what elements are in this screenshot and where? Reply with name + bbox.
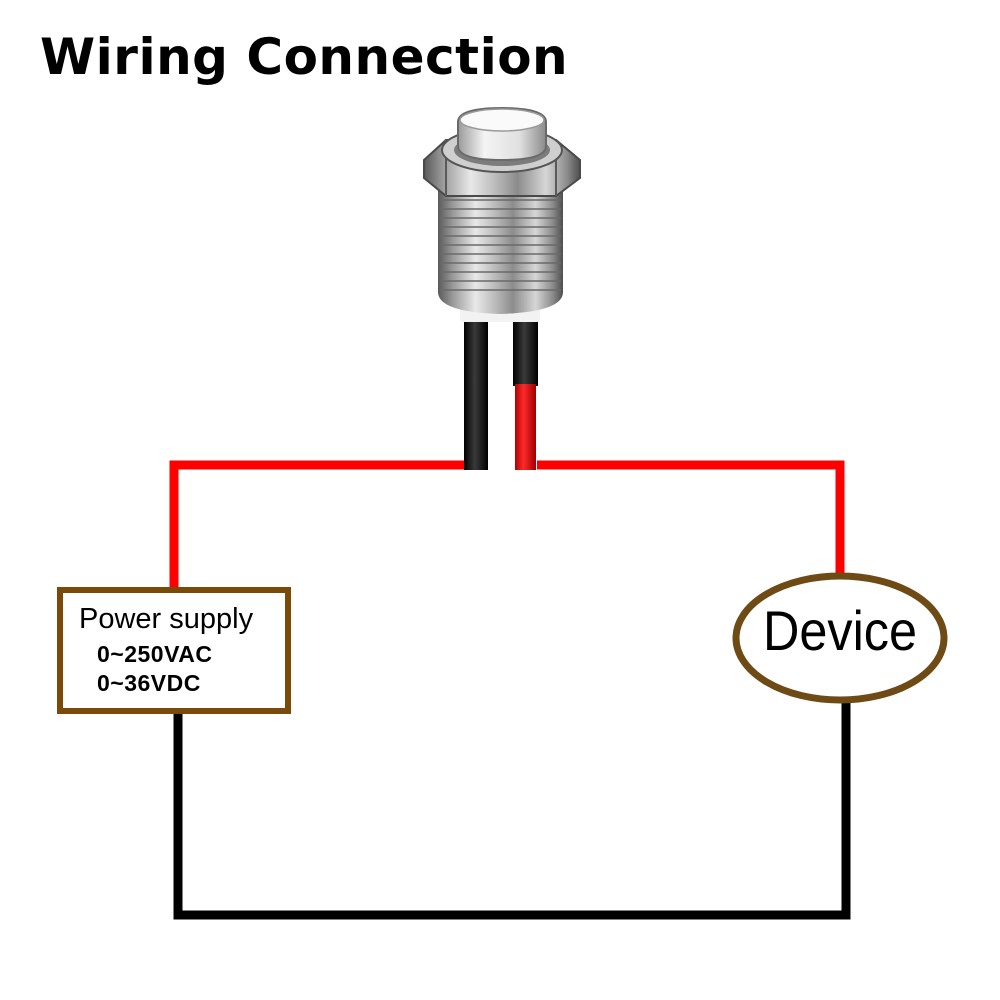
power-supply-box: Power supply 0~250VAC 0~36VDC [57, 587, 291, 714]
metal-pushbutton-switch-icon [423, 106, 581, 314]
dc-rating-label: 0~36VDC [97, 670, 201, 696]
ac-rating-label: 0~250VAC [97, 641, 213, 667]
positive-wire-right [537, 460, 845, 578]
page-title: Wiring Connection [40, 28, 569, 86]
switch-leads [460, 300, 540, 470]
power-supply-label: Power supply [79, 603, 254, 635]
device-label: Device [762, 599, 918, 662]
negative-wire [173, 702, 851, 920]
positive-wire-left [169, 460, 467, 590]
device-outline [732, 572, 948, 704]
